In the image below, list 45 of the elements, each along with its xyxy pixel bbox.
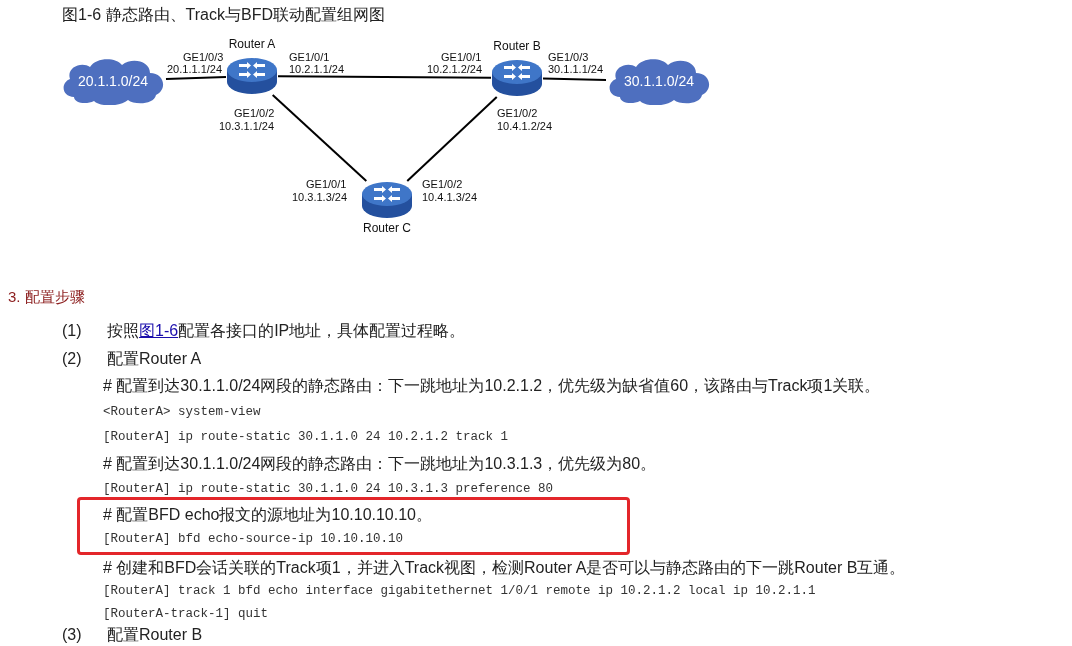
router-name: Router B (492, 39, 542, 53)
comment-text: # 配置BFD echo报文的源地址为10.10.10.10。 (103, 505, 432, 525)
network-link (542, 77, 607, 81)
ip-address: 10.2.1.1/24 (289, 63, 345, 75)
network-address: 20.1.1.0/24 (76, 72, 150, 90)
network-link (406, 96, 498, 182)
interface-label: GE1/0/2 (497, 107, 538, 119)
interface-label: GE1/0/2 (234, 107, 275, 119)
interface-label: GE1/0/1 (289, 51, 330, 63)
ip-address: 10.4.1.2/24 (497, 120, 553, 132)
interface-label: GE1/0/1 (306, 178, 347, 190)
code-line: [RouterA] ip route-static 30.1.1.0 24 10.3.1.3 preference 80 (103, 481, 554, 497)
comment-text: # 配置到达30.1.1.0/24网段的静态路由：下一跳地址为10.2.1.2，优先级为缺省值60，该路由与Track项1关联。 (103, 376, 881, 396)
step-text: 配置Router A (107, 349, 202, 369)
interface-label: GE1/0/2 (422, 178, 463, 190)
ip-address: 10.3.1.3/24 (292, 191, 348, 203)
step-text: 配置Router B (107, 625, 203, 645)
step-number: (2) (62, 349, 82, 369)
comment-text: # 配置到达30.1.1.0/24网段的静态路由：下一跳地址为10.3.1.3，优先级为80。 (103, 454, 657, 474)
figure-title: 图1-6 静态路由、Track与BFD联动配置组网图 (62, 5, 385, 25)
network-address: 30.1.1.0/24 (622, 72, 696, 90)
network-link (165, 75, 227, 81)
code-line: <RouterA> system-view (103, 404, 261, 420)
interface-label: GE1/0/3 (548, 51, 589, 63)
network-link (277, 75, 492, 79)
ip-address: 20.1.1.1/24 (167, 63, 223, 75)
link: 图1-6 (139, 322, 179, 339)
ip-address: 10.2.1.2/24 (427, 63, 483, 75)
ip-address: 30.1.1.1/24 (548, 63, 604, 75)
ip-address: 10.3.1.1/24 (219, 120, 275, 132)
section-heading: 3. 配置步骤 (8, 287, 85, 307)
router-name: Router A (227, 37, 277, 51)
interface-label: GE1/0/1 (441, 51, 482, 63)
code-line: [RouterA] bfd echo-source-ip 10.10.10.10 (103, 531, 404, 547)
code-line: [RouterA] track 1 bfd echo interface gigabitethernet 1/0/1 remote ip 10.2.1.2 local ip 10.2.1.1 (103, 583, 816, 599)
ip-address: 10.4.1.3/24 (422, 191, 478, 203)
network-link (271, 94, 368, 182)
step-number: (3) (62, 625, 82, 645)
interface-label: GE1/0/3 (183, 51, 224, 63)
step-text: 按照图1-6配置各接口的IP地址，具体配置过程略。 (107, 321, 466, 341)
router-name: Router C (362, 221, 412, 235)
comment-text: # 创建和BFD会话关联的Track项1，并进入Track视图，检测Router A是否可以与静态路由的下一跳Router B互通。 (103, 558, 906, 578)
step-number: (1) (62, 321, 82, 341)
code-line: [RouterA] ip route-static 30.1.1.0 24 10.2.1.2 track 1 (103, 429, 509, 445)
code-line: [RouterA-track-1] quit (103, 606, 269, 622)
